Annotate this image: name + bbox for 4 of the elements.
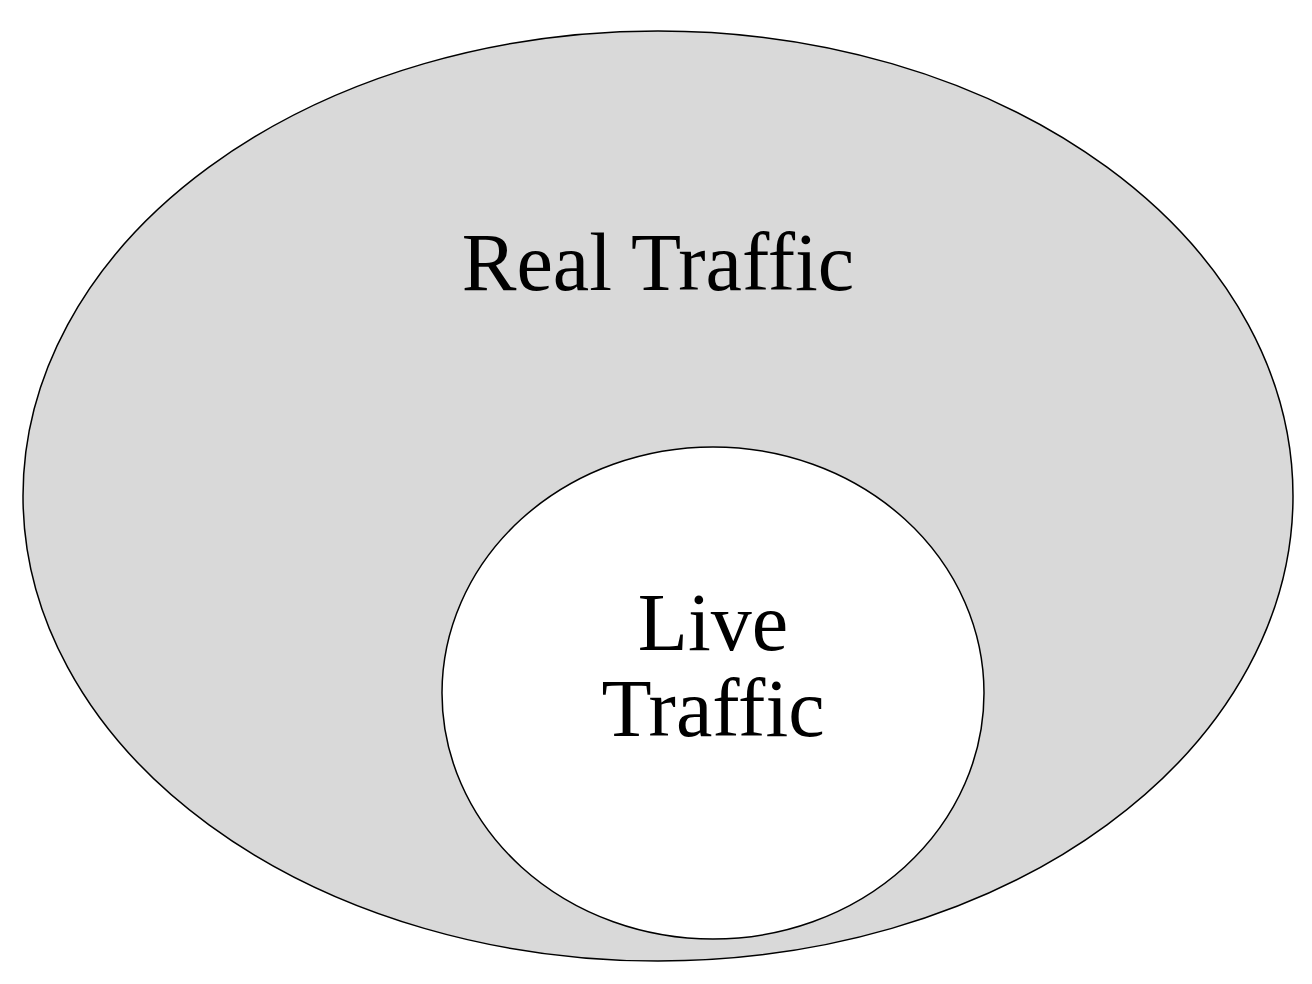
outer-ellipse	[22, 30, 1294, 962]
set-label: Real Traffic	[460, 220, 856, 306]
inner-circle	[441, 446, 985, 940]
set-label: Live Traffic	[600, 580, 826, 752]
